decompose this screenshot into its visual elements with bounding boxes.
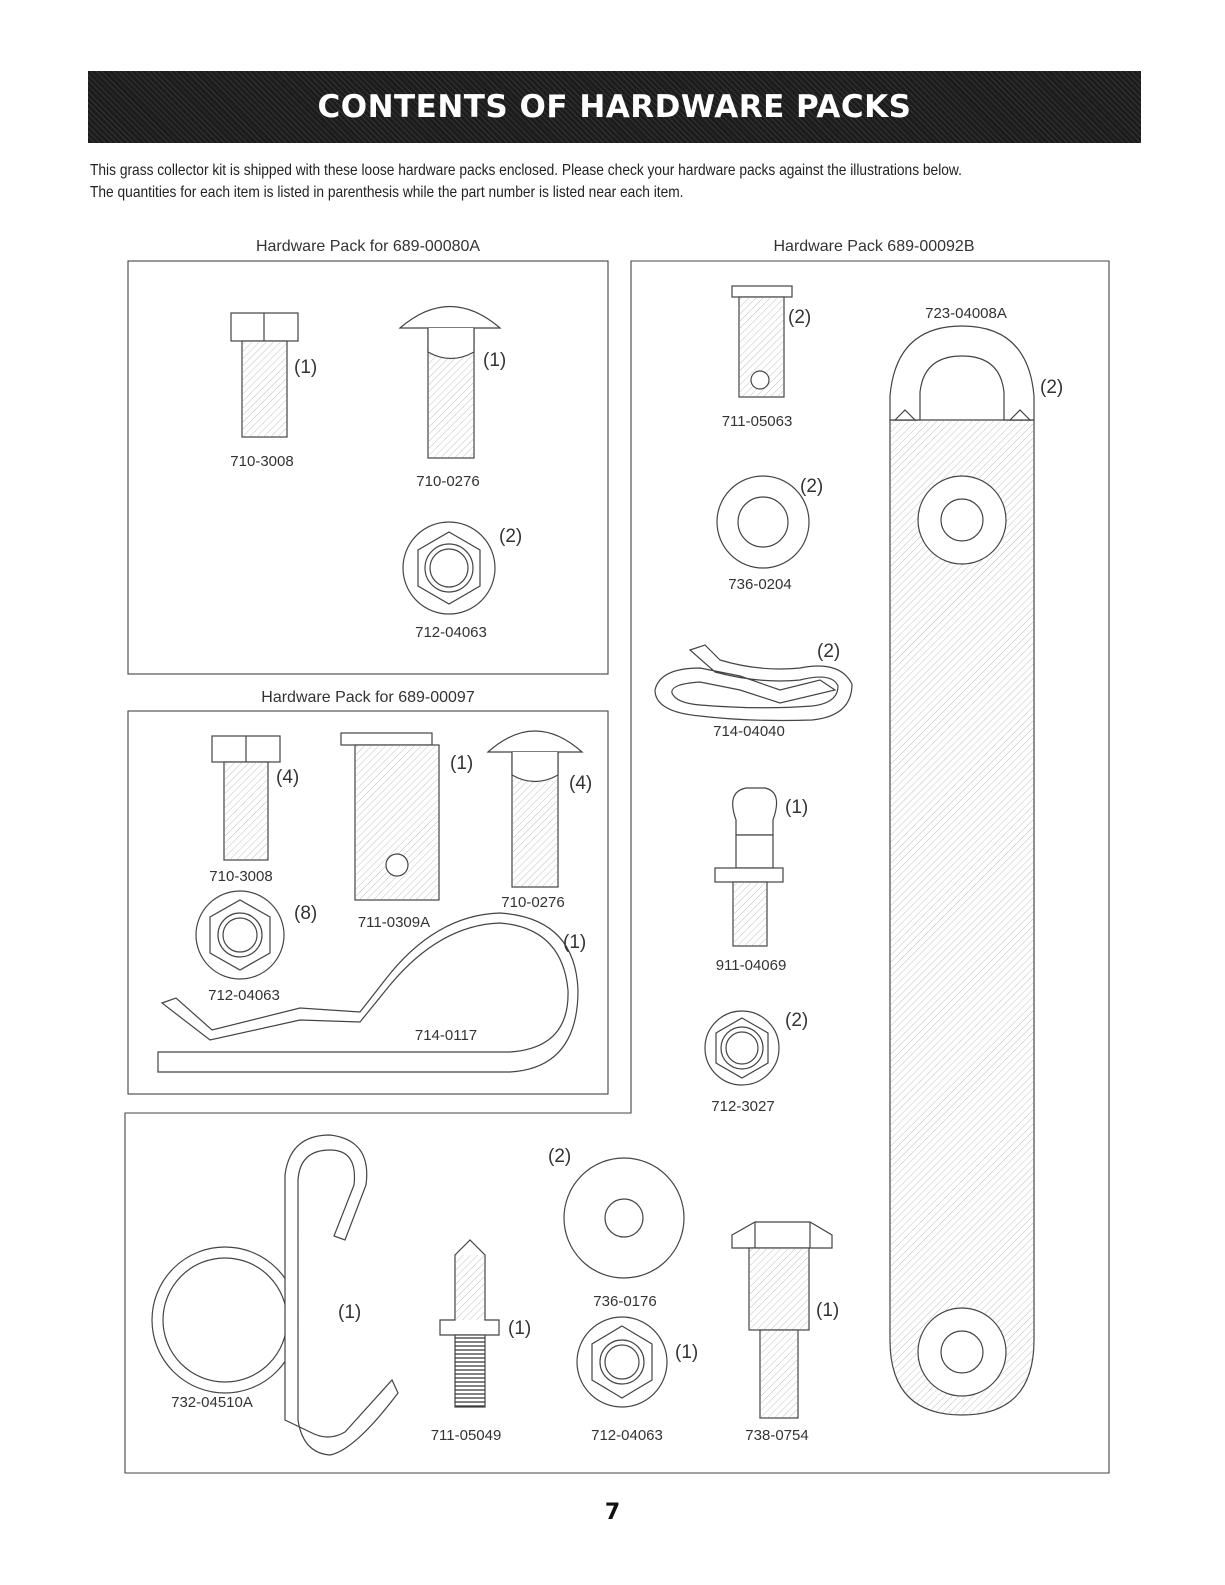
page-title: CONTENTS OF HARDWARE PACKS: [317, 89, 912, 125]
clevis-pin-drawing: [731, 285, 793, 398]
washer-drawing: [716, 475, 810, 569]
part-number: 738-0754: [745, 1427, 808, 1444]
quantity-label: (1): [294, 357, 317, 378]
hex-bolt-drawing: [230, 312, 299, 438]
hair-pin-clip-drawing: [157, 912, 579, 1073]
pack-a-title: Hardware Pack for 689-00080A: [256, 238, 480, 255]
quantity-label: (2): [788, 307, 811, 328]
quantity-label: (2): [785, 1010, 808, 1031]
quantity-label: (2): [1040, 377, 1063, 398]
quantity-label: (4): [569, 773, 592, 794]
spring-hook-drawing: [151, 1134, 399, 1456]
clevis-pin-drawing: [340, 732, 440, 901]
flange-nut-drawing: [195, 890, 285, 980]
part-number: 711-05063: [722, 413, 793, 430]
washer-drawing: [563, 1157, 685, 1279]
shoulder-bolt-drawing: [731, 1221, 833, 1419]
part-number: 712-04063: [208, 987, 280, 1004]
ball-stud-drawing: [714, 787, 784, 947]
carriage-bolt-drawing: [486, 730, 584, 888]
pack-c-title: Hardware Pack 689-00092B: [773, 238, 974, 255]
quantity-label: (1): [563, 932, 586, 953]
carriage-bolt-drawing: [398, 305, 502, 459]
pack-b-title: Hardware Pack for 689-00097: [261, 689, 475, 706]
intro-line-2: The quantities for each item is listed i…: [90, 184, 684, 201]
flange-nut-drawing: [402, 521, 496, 615]
quantity-label: (1): [338, 1302, 361, 1323]
hitch-pin-clip-drawing: [654, 644, 853, 722]
quantity-label: (1): [675, 1342, 698, 1363]
part-number: 714-0117: [415, 1027, 477, 1044]
part-number: 710-0276: [501, 894, 564, 911]
pack-a-box: [127, 260, 609, 675]
intro-line-1: This grass collector kit is shipped with…: [90, 162, 962, 179]
quantity-label: (2): [499, 526, 522, 547]
hex-bolt-drawing: [211, 735, 281, 861]
quantity-label: (2): [548, 1146, 571, 1167]
quantity-label: (2): [817, 641, 840, 662]
part-number: 712-3027: [711, 1098, 774, 1115]
quantity-label: (1): [483, 350, 506, 371]
page-number: 7: [604, 1500, 621, 1525]
quantity-label: (1): [785, 797, 808, 818]
intro-text: This grass collector kit is shipped with…: [90, 160, 1002, 204]
quantity-label: (1): [508, 1318, 531, 1339]
part-number: 712-04063: [591, 1427, 663, 1444]
part-number: 711-0309A: [358, 914, 430, 931]
part-number: 736-0204: [728, 576, 791, 593]
quantity-label: (2): [800, 476, 823, 497]
pack-b-box: [127, 710, 609, 1095]
flange-nut-drawing: [576, 1316, 668, 1408]
part-number: 712-04063: [415, 624, 487, 641]
quantity-label: (8): [294, 903, 317, 924]
part-number: 710-0276: [416, 473, 479, 490]
quantity-label: (4): [276, 767, 299, 788]
part-number: 732-04510A: [171, 1394, 253, 1411]
strap-bracket-drawing: [889, 325, 1035, 1416]
flange-nut-drawing: [704, 1010, 780, 1086]
pack-c-box: [124, 260, 1110, 1474]
part-number: 911-04069: [716, 957, 787, 974]
part-number: 710-3008: [209, 868, 272, 885]
part-number: 710-3008: [230, 453, 293, 470]
part-number: 723-04008A: [925, 305, 1007, 322]
quantity-label: (1): [450, 753, 473, 774]
part-number: 714-04040: [713, 723, 785, 740]
part-number: 736-0176: [593, 1293, 656, 1310]
shoulder-stud-drawing: [439, 1239, 500, 1408]
title-banner: CONTENTS OF HARDWARE PACKS: [88, 71, 1141, 143]
quantity-label: (1): [816, 1300, 839, 1321]
part-number: 711-05049: [431, 1427, 502, 1444]
